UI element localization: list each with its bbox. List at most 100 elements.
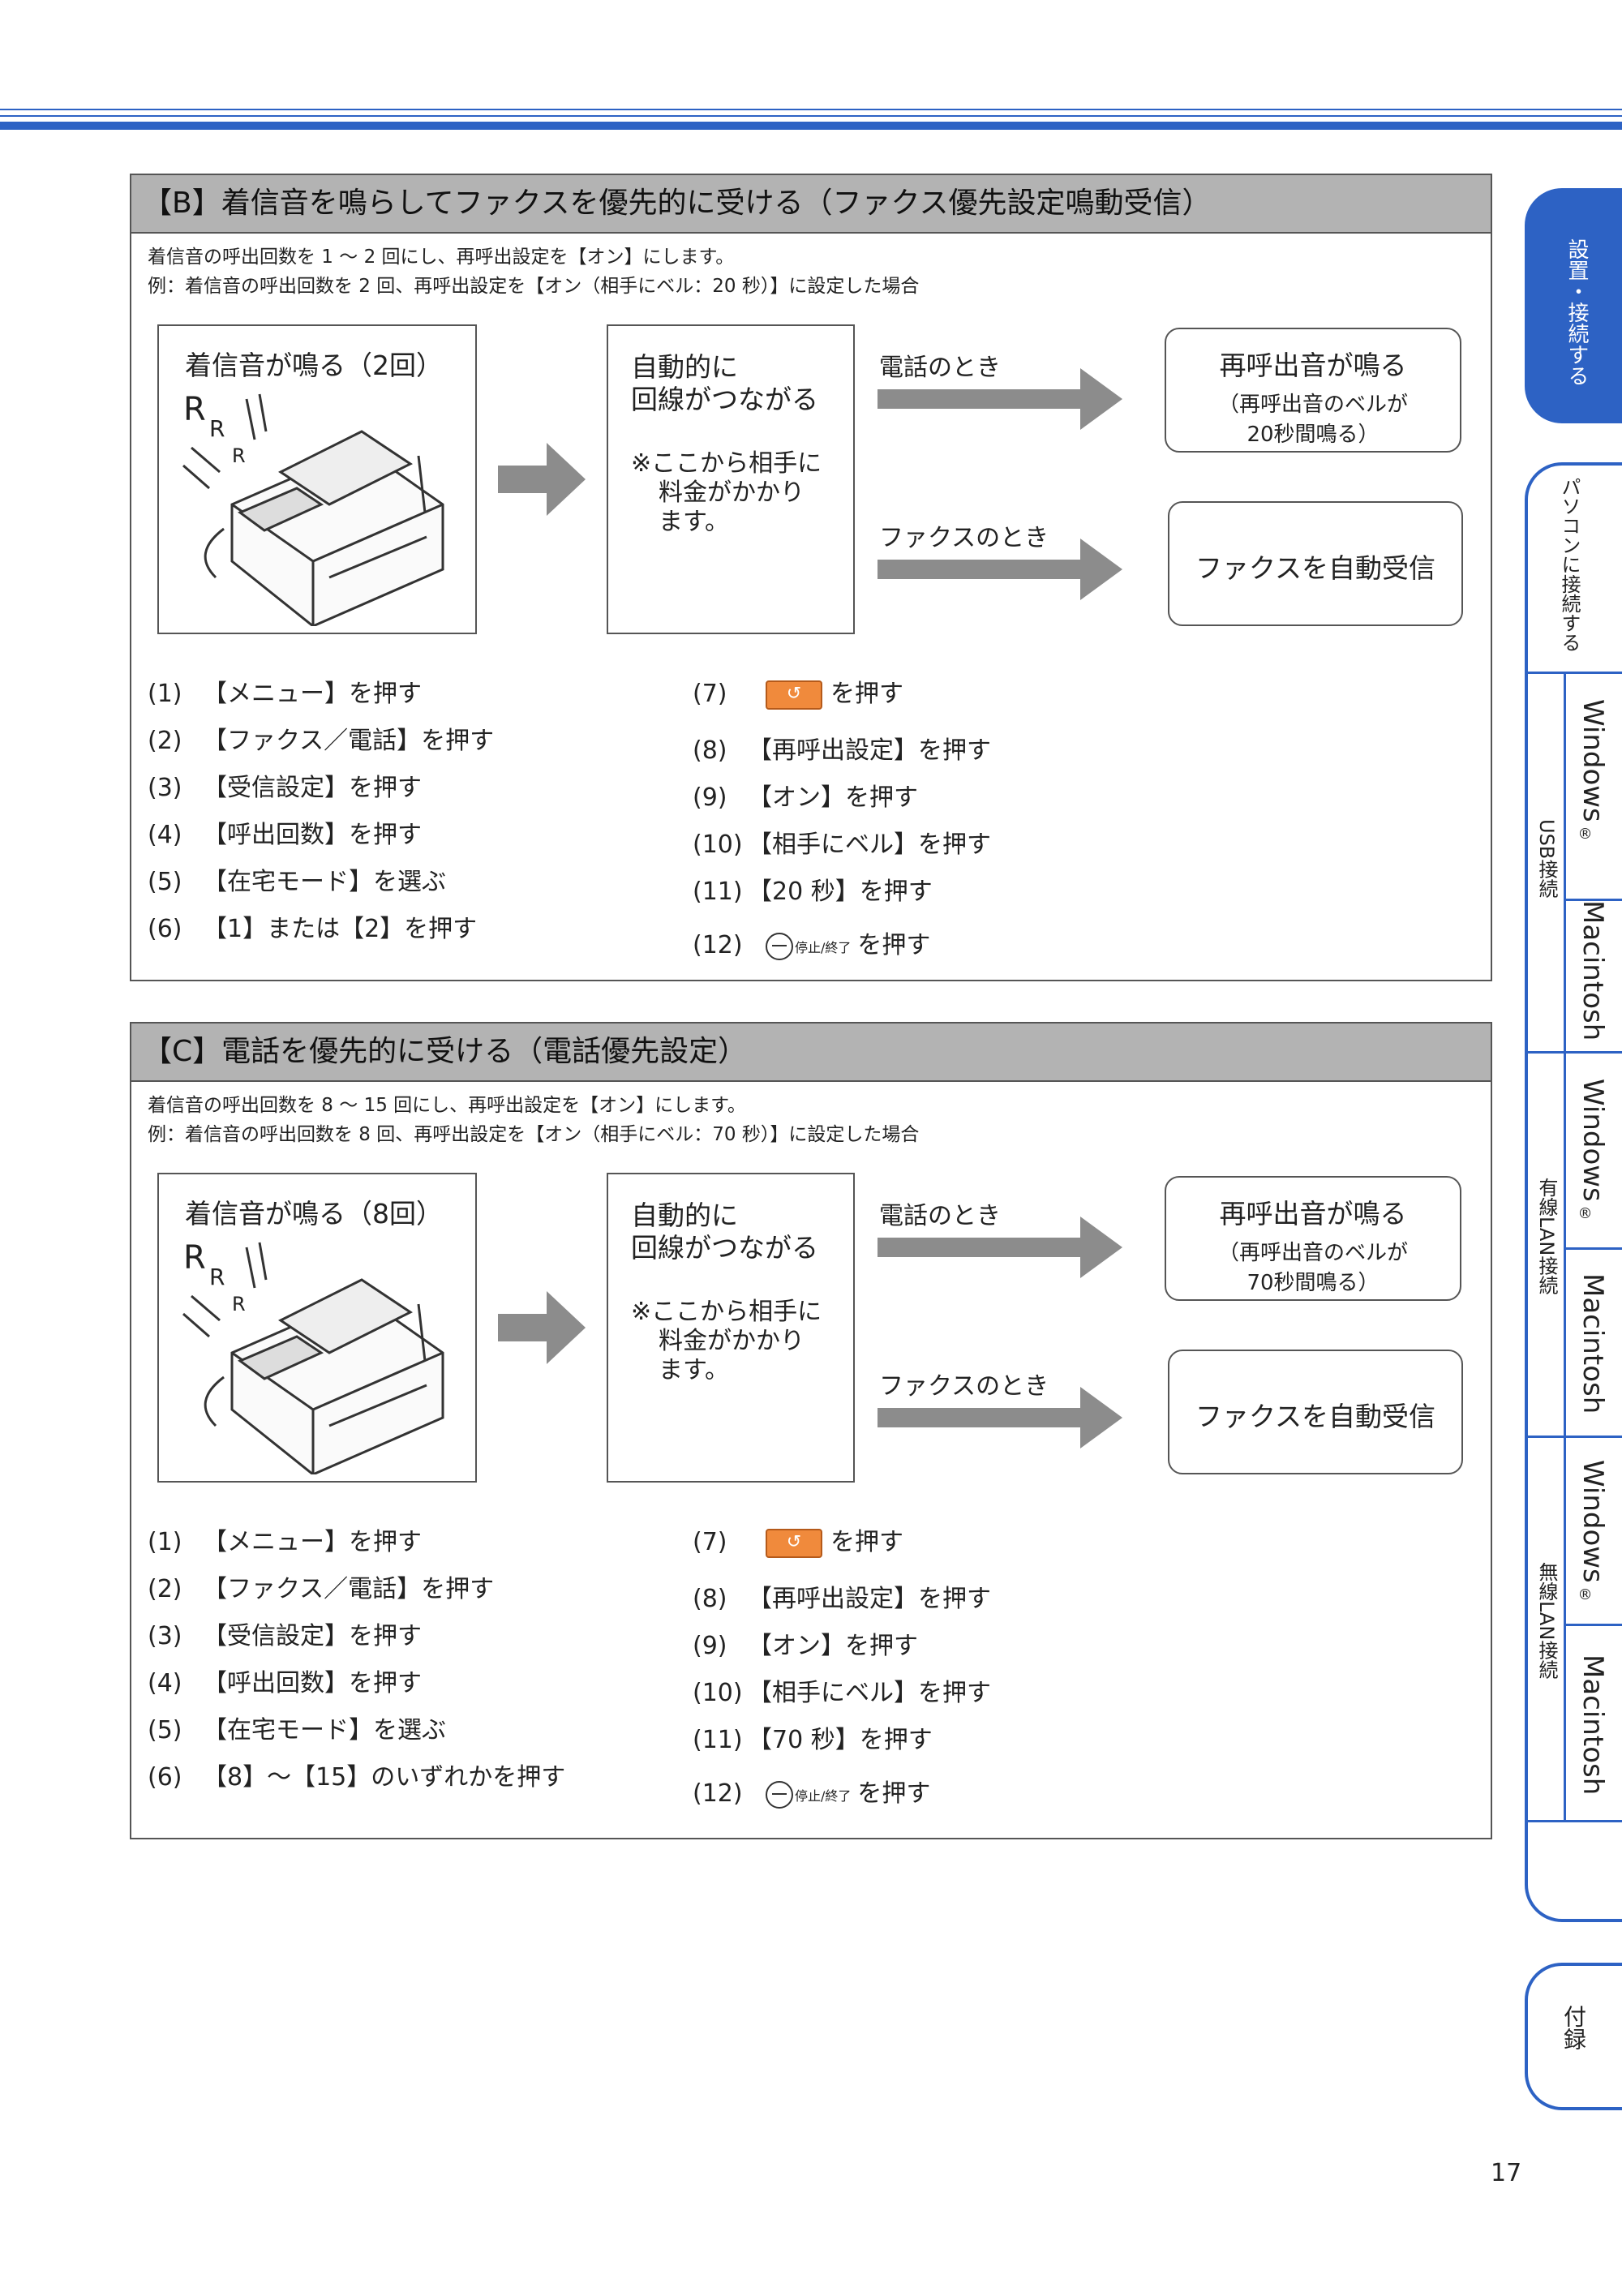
tab-pc-connect-label[interactable]: パソコンに接続する — [1558, 477, 1581, 652]
ring-letter: R — [183, 1239, 206, 1277]
tab-divider — [1564, 672, 1566, 1051]
header-rule-thick — [0, 122, 1622, 130]
tab-divider — [1528, 1436, 1622, 1438]
recall-title: 再呼出音が鳴る — [1219, 350, 1407, 381]
page-number: 17 — [1491, 2159, 1522, 2187]
arrow-right-icon — [498, 1291, 586, 1364]
stop-button-icon: 停止/終了 — [766, 932, 851, 960]
tab-wireless-mac[interactable]: Macintosh — [1577, 1654, 1609, 1796]
recall-box: 再呼出音が鳴る （再呼出音のベルが 70秒間鳴る） — [1165, 1176, 1461, 1301]
tab-usb-mac[interactable]: Macintosh — [1577, 900, 1609, 1041]
charge-note: ※ここから相手に — [631, 449, 822, 478]
step-item: (8)【再呼出設定】を押す — [693, 736, 991, 765]
auto-line: 回線がつながる — [631, 384, 818, 415]
ring-label: 着信音が鳴る（8回） — [185, 1198, 443, 1230]
step-item: (7)↺を押す — [693, 680, 903, 710]
step-item: (1)【メニュー】を押す — [148, 680, 422, 708]
step-item: (9)【オン】を押す — [693, 783, 918, 812]
fax-machine-icon — [182, 1242, 444, 1474]
tab-setup[interactable]: 設置・接続する — [1525, 188, 1622, 423]
arrow-right-icon — [498, 443, 586, 516]
section-title: 【B】着信音を鳴らしてファクスを優先的に受ける（ファクス優先設定鳴動受信） — [131, 175, 1491, 234]
ring-letter: R — [209, 415, 225, 442]
auto-line: 自動的に — [631, 351, 738, 383]
section-c: 【C】電話を優先的に受ける（電話優先設定） 着信音の呼出回数を 8 ～ 15 回… — [130, 1022, 1492, 1839]
recall-sub: 20秒間鳴る） — [1247, 423, 1380, 447]
tab-wireless[interactable]: 無線LAN接続 — [1535, 1562, 1558, 1680]
step-item: (6)【8】～【15】のいずれかを押す — [148, 1763, 566, 1792]
step-item: (12)停止/終了を押す — [693, 931, 931, 960]
tab-usb-windows[interactable]: Windows® — [1577, 699, 1609, 843]
fax-when-label: ファクスのとき — [879, 524, 1049, 552]
back-button-icon: ↺ — [766, 1528, 822, 1558]
step-item: (9)【オン】を押す — [693, 1632, 918, 1660]
recall-box: 再呼出音が鳴る （再呼出音のベルが 20秒間鳴る） — [1165, 328, 1461, 453]
step-item: (3)【受信設定】を押す — [148, 774, 422, 802]
step-item: (12)停止/終了を押す — [693, 1779, 931, 1809]
tab-divider — [1565, 1624, 1622, 1626]
step-item: (8)【再呼出設定】を押す — [693, 1585, 991, 1613]
step-item: (5)【在宅モード】を選ぶ — [148, 868, 446, 896]
step-item: (2)【ファクス／電話】を押す — [148, 1575, 495, 1603]
step-item: (4)【呼出回数】を押す — [148, 1669, 422, 1697]
arrow-right-icon — [878, 1387, 1122, 1448]
tab-wired[interactable]: 有線LAN接続 — [1535, 1178, 1558, 1295]
tab-divider — [1528, 1051, 1622, 1054]
fax-when-label: ファクスのとき — [879, 1372, 1049, 1401]
charge-note: 料金がかかり — [659, 1327, 805, 1355]
tab-divider — [1565, 1247, 1622, 1250]
fax-auto-box: ファクスを自動受信 — [1168, 1350, 1463, 1474]
fax-auto-label: ファクスを自動受信 — [1195, 1401, 1435, 1432]
step-item: (3)【受信設定】を押す — [148, 1622, 422, 1650]
charge-note: ます。 — [659, 1356, 729, 1384]
tab-label: 付録 — [1560, 2005, 1587, 2050]
step-item: (10)【相手にベル】を押す — [693, 830, 991, 859]
step-item: (5)【在宅モード】を選ぶ — [148, 1716, 446, 1745]
auto-line: 自動的に — [631, 1199, 738, 1231]
step-item: (7)↺を押す — [693, 1528, 903, 1558]
ring-letter: R — [209, 1264, 225, 1290]
tab-usb[interactable]: USB接続 — [1535, 819, 1558, 899]
intro-line: 着信音の呼出回数を 1 ～ 2 回にし、再呼出設定を【オン】にします。 — [148, 247, 735, 268]
tab-wireless-windows[interactable]: Windows® — [1577, 1460, 1609, 1603]
intro-line: 例：着信音の呼出回数を 8 回、再呼出設定を【オン（相手にベル：70 秒）】に設… — [148, 1124, 920, 1145]
fax-auto-label: ファクスを自動受信 — [1195, 552, 1435, 584]
charge-note: ※ここから相手に — [631, 1298, 822, 1326]
step-item: (4)【呼出回数】を押す — [148, 821, 422, 849]
tab-divider — [1564, 1051, 1566, 1436]
auto-connect-box: 自動的に 回線がつながる ※ここから相手に 料金がかかり ます。 — [607, 1173, 855, 1483]
tab-appendix[interactable]: 付録 — [1525, 1963, 1622, 2110]
ring-letter: R — [232, 444, 246, 467]
ring-label: 着信音が鳴る（2回） — [185, 350, 443, 381]
step-item: (2)【ファクス／電話】を押す — [148, 727, 495, 755]
phone-when-label: 電話のとき — [879, 1202, 1001, 1230]
recall-sub: （再呼出音のベルが — [1217, 1241, 1408, 1265]
section-title: 【C】電話を優先的に受ける（電話優先設定） — [131, 1024, 1491, 1082]
step-item: (6)【1】または【2】を押す — [148, 915, 478, 943]
tab-label: 設置・接続する — [1564, 238, 1589, 386]
tab-divider — [1565, 899, 1622, 901]
intro-line: 着信音の呼出回数を 8 ～ 15 回にし、再呼出設定を【オン】にします。 — [148, 1095, 746, 1116]
auto-connect-box: 自動的に 回線がつながる ※ここから相手に 料金がかかり ます。 — [607, 324, 855, 634]
step-item: (10)【相手にベル】を押す — [693, 1679, 991, 1707]
fax-auto-box: ファクスを自動受信 — [1168, 501, 1463, 626]
recall-title: 再呼出音が鳴る — [1219, 1198, 1407, 1230]
tab-wired-mac[interactable]: Macintosh — [1577, 1273, 1609, 1414]
step-item: (1)【メニュー】を押す — [148, 1528, 422, 1556]
auto-line: 回線がつながる — [631, 1232, 818, 1264]
tab-divider — [1564, 1436, 1566, 1820]
tab-wired-windows[interactable]: Windows® — [1577, 1079, 1609, 1222]
intro-line: 例：着信音の呼出回数を 2 回、再呼出設定を【オン（相手にベル：20 秒）】に設… — [148, 276, 920, 297]
recall-sub: 70秒間鳴る） — [1247, 1271, 1380, 1295]
recall-sub: （再呼出音のベルが — [1217, 393, 1408, 417]
charge-note: ます。 — [659, 508, 729, 536]
tab-pc-connect-frame — [1525, 462, 1622, 1922]
back-button-icon: ↺ — [766, 680, 822, 710]
header-rule-thin — [0, 109, 1622, 110]
ring-letter: R — [232, 1293, 246, 1315]
section-b: 【B】着信音を鳴らしてファクスを優先的に受ける（ファクス優先設定鳴動受信） 着信… — [130, 174, 1492, 981]
tab-divider — [1528, 672, 1622, 674]
phone-when-label: 電話のとき — [879, 354, 1001, 382]
charge-note: 料金がかかり — [659, 479, 805, 507]
tab-divider — [1528, 1820, 1622, 1822]
